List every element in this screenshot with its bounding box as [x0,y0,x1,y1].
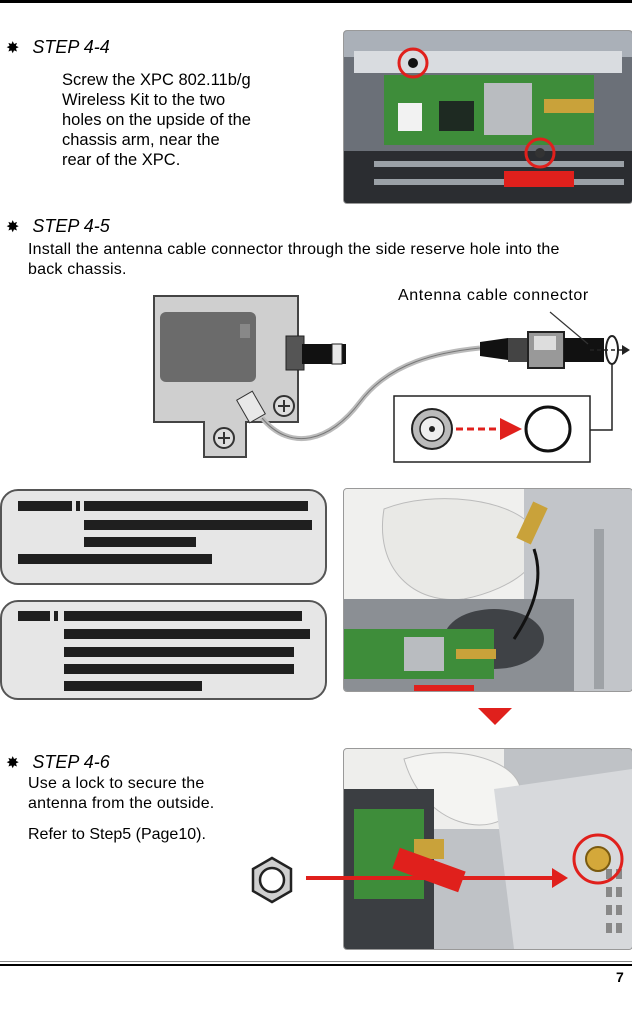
photo-wireless-card-installed [343,30,632,204]
top-rule [0,0,632,3]
step-title: STEP 4-4 [32,37,110,57]
redaction-bar [84,537,196,547]
step-bullet-icon: ✸ [6,40,20,57]
redaction-bar [76,501,80,511]
redaction-bar [18,501,72,511]
step-4-4-heading: ✸ STEP 4-4 [6,37,110,58]
redaction-bar [84,501,308,511]
step-title: STEP 4-5 [32,216,110,236]
text-line: Wireless Kit to the two [62,91,226,109]
step-4-5-heading: ✸ STEP 4-5 [6,216,110,237]
redaction-bar [64,664,294,674]
text-line: back chassis. [28,261,127,278]
antenna-label: Antenna cable connector [398,287,589,304]
note-box [0,600,327,700]
redaction-bar [84,520,312,530]
page-number: 7 [616,969,624,985]
text-line: Install the antenna cable connector thro… [28,241,560,258]
step-bullet-icon: ✸ [6,755,20,772]
arrow-shaft [306,876,556,880]
step-title: STEP 4-6 [32,752,110,772]
screw-hole-marker-icon [524,137,556,169]
text-line: antenna from the outside. [28,795,215,812]
step-4-5-text: Install the antenna cable connector thro… [28,240,630,280]
text-line: Screw the XPC 802.11b/g [62,71,251,89]
redaction-bar [64,647,294,657]
antenna-mount-marker-icon [572,833,624,885]
redaction-bar [18,554,212,564]
step-4-6-heading: ✸ STEP 4-6 [6,752,110,773]
right-arrow-icon [552,868,568,888]
redaction-bar [18,611,50,621]
text-line: holes on the upside of the [62,111,251,129]
text-line: Use a lock to secure the [28,775,205,792]
footer-rule [0,964,632,966]
text-line: rear of the XPC. [62,151,181,169]
screw-hole-marker-icon [397,47,429,79]
redaction-bar [54,611,58,621]
redaction-bar [64,681,202,691]
step-bullet-icon: ✸ [6,219,20,236]
redaction-bar [64,629,310,639]
photo-antenna-routing [343,488,632,692]
footer-rule [0,961,632,962]
step-4-6-text: Use a lock to secure the antenna from th… [28,774,268,814]
antenna-connector-diagram [150,282,630,464]
note-box [0,489,327,585]
photo-antenna-outside [343,748,632,950]
step-4-4-text: Screw the XPC 802.11b/g Wireless Kit to … [62,70,332,170]
redaction-bar [64,611,302,621]
down-arrow-icon [478,708,512,725]
text-line: chassis arm, near the [62,131,220,149]
step-4-6-reference: Refer to Step5 (Page10). [28,826,206,843]
hex-nut-icon [248,856,296,904]
